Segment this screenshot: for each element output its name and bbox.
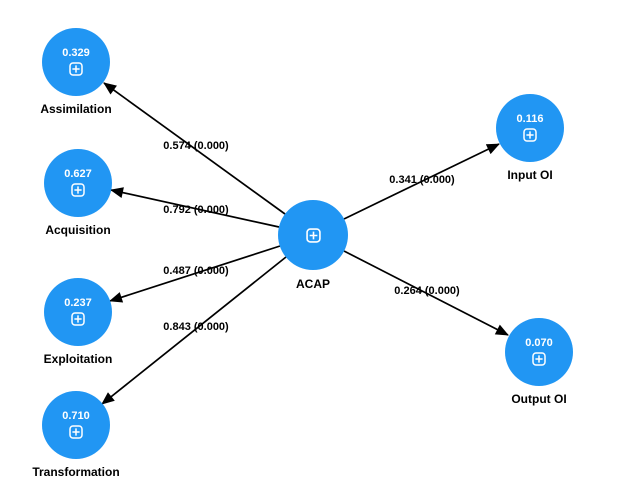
node-exploitation-circle[interactable]: 0.237: [44, 278, 112, 346]
node-acquisition-label: Acquisition: [45, 223, 111, 237]
node-acap-circle[interactable]: [278, 200, 348, 270]
expand-plus-icon[interactable]: [305, 227, 321, 243]
path-label-acap-output-oi: 0.264 (0.000): [394, 285, 460, 297]
expand-plus-icon[interactable]: [71, 312, 85, 326]
path-acap-acquisition[interactable]: [110, 187, 280, 228]
path-acap-transformation[interactable]: [101, 256, 287, 405]
node-exploitation: 0.237 Exploitation: [44, 278, 112, 366]
node-input-oi-circle[interactable]: 0.116: [496, 94, 564, 162]
path-acap-output-oi[interactable]: [343, 250, 509, 336]
node-assimilation-value: 0.329: [62, 47, 90, 59]
path-acap-assimilation[interactable]: [103, 82, 286, 215]
node-assimilation-label: Assimilation: [40, 102, 112, 116]
node-transformation: 0.710 Transformation: [32, 391, 120, 479]
node-output-oi-value: 0.070: [525, 337, 553, 349]
path-label-acap-transformation: 0.843 (0.000): [163, 321, 229, 333]
node-transformation-circle[interactable]: 0.710: [42, 391, 110, 459]
node-acap: ACAP: [278, 200, 348, 291]
node-output-oi-circle[interactable]: 0.070: [505, 318, 573, 386]
path-label-acap-exploitation: 0.487 (0.000): [163, 265, 229, 277]
node-acquisition-circle[interactable]: 0.627: [44, 149, 112, 217]
node-input-oi: 0.116 Input OI: [496, 94, 564, 182]
path-acap-input-oi[interactable]: [343, 143, 500, 220]
path-acap-exploitation[interactable]: [109, 245, 281, 303]
node-exploitation-value: 0.237: [64, 297, 92, 309]
expand-plus-icon[interactable]: [71, 183, 85, 197]
path-label-acap-input-oi: 0.341 (0.000): [389, 174, 455, 186]
path-label-acap-assimilation: 0.574 (0.000): [163, 140, 229, 152]
node-output-oi: 0.070 Output OI: [505, 318, 573, 406]
expand-plus-icon[interactable]: [69, 425, 83, 439]
node-acap-label: ACAP: [295, 277, 331, 291]
expand-plus-icon[interactable]: [523, 128, 537, 142]
path-label-acap-acquisition: 0.792 (0.000): [163, 204, 229, 216]
expand-plus-icon[interactable]: [69, 62, 83, 76]
node-input-oi-label: Input OI: [507, 168, 553, 182]
node-acquisition: 0.627 Acquisition: [44, 149, 112, 237]
expand-plus-icon[interactable]: [532, 352, 546, 366]
node-acquisition-value: 0.627: [64, 168, 92, 180]
node-output-oi-label: Output OI: [511, 392, 567, 406]
node-transformation-label: Transformation: [32, 465, 120, 479]
node-assimilation: 0.329 Assimilation: [40, 28, 112, 116]
node-input-oi-value: 0.116: [516, 113, 544, 125]
node-transformation-value: 0.710: [62, 410, 90, 422]
node-assimilation-circle[interactable]: 0.329: [42, 28, 110, 96]
node-exploitation-label: Exploitation: [43, 352, 113, 366]
